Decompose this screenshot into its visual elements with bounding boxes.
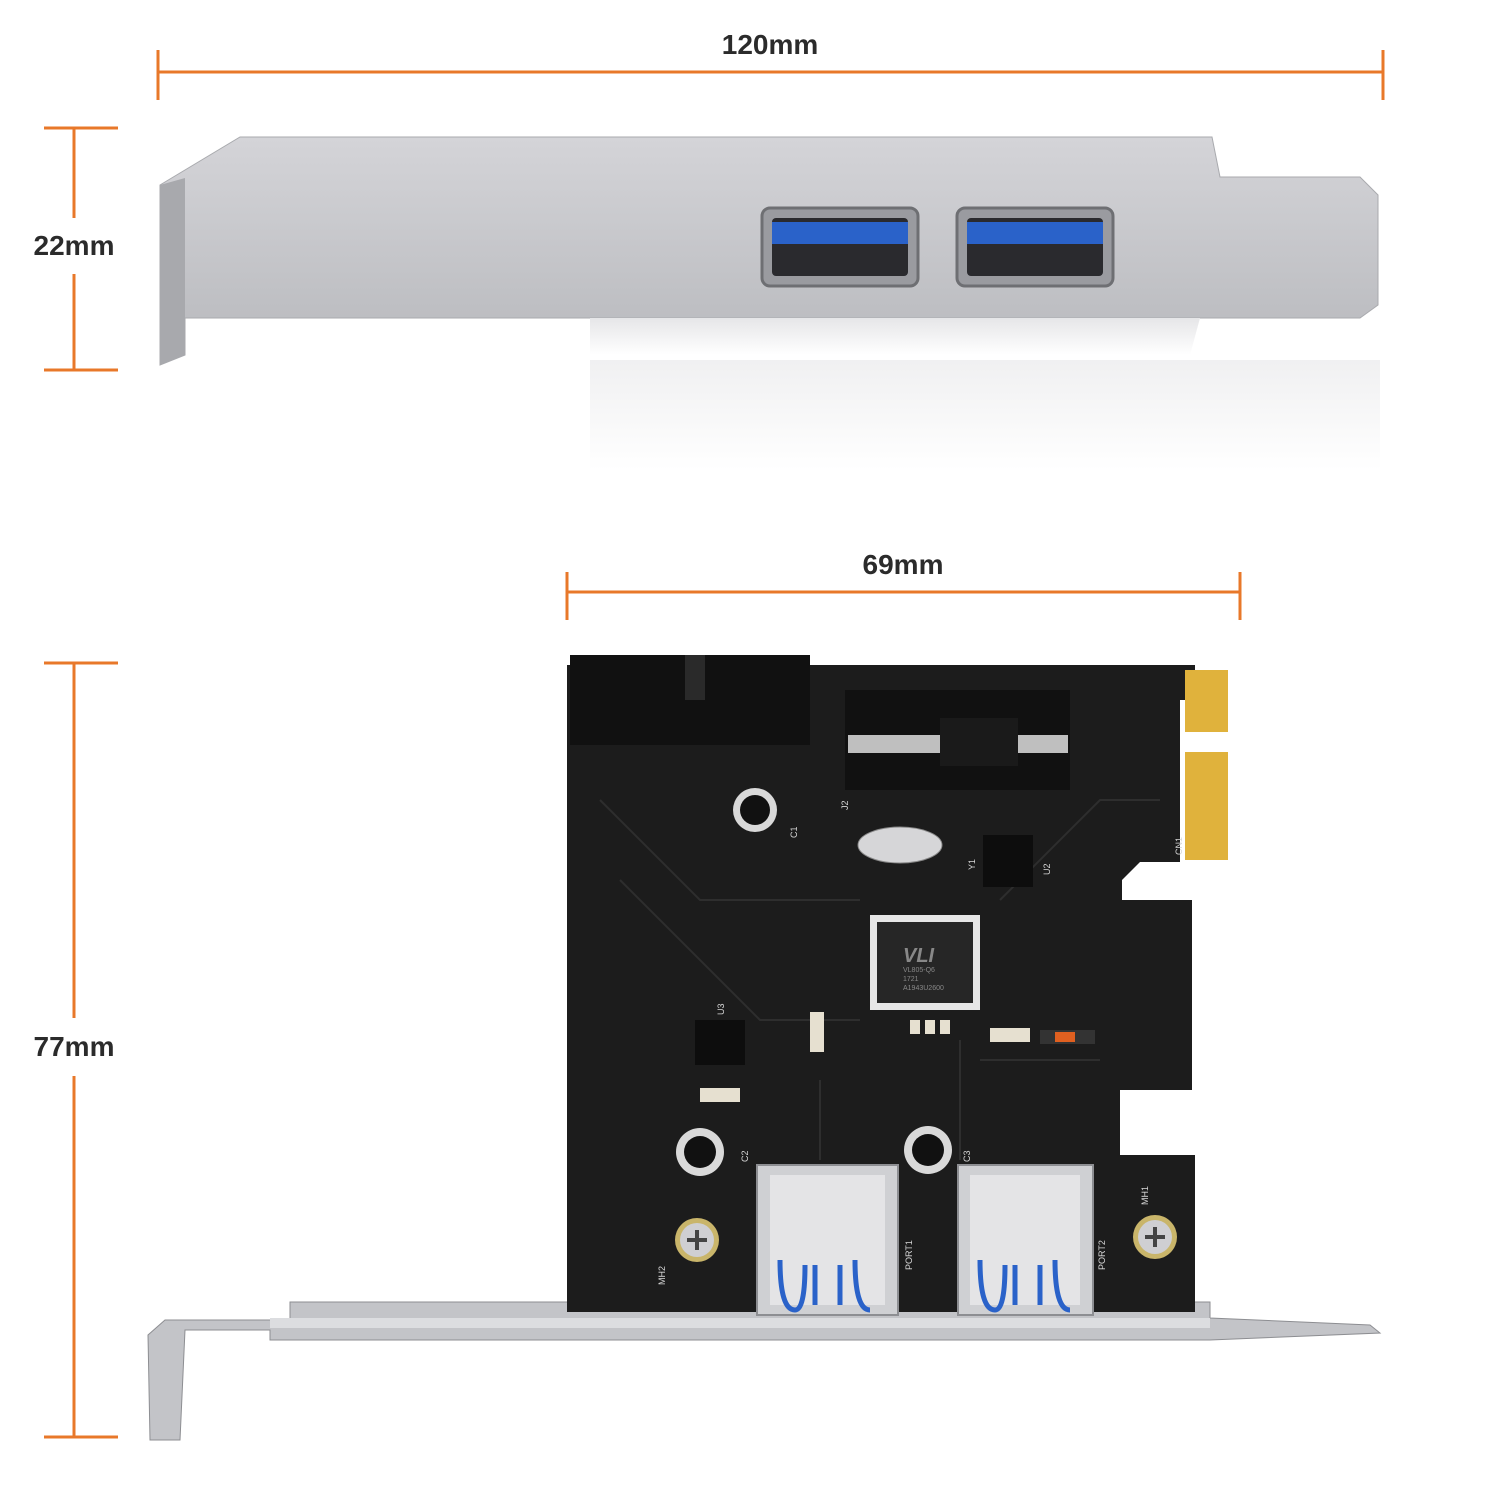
gold-fingers: [1185, 670, 1228, 860]
chip-code1: 1721: [903, 976, 919, 983]
dimension-line-length: [156, 50, 1385, 100]
silk-mh1: MH1: [1140, 1186, 1150, 1205]
card-height-label: 77mm: [29, 1031, 119, 1063]
card-width-label: 69mm: [858, 549, 948, 581]
pcb-board: VLI VL805-Q6 1721 A1943U2600 PORT1 PORT2…: [567, 655, 1228, 1316]
silk-u2: U2: [1042, 863, 1052, 875]
usb-port-2: [957, 1164, 1094, 1316]
usb-port-top-2: [955, 206, 1115, 288]
mounting-screw-left: [675, 1218, 719, 1262]
length-label: 120mm: [717, 29, 823, 61]
silk-c2: C2: [740, 1150, 750, 1162]
silk-u3: U3: [716, 1003, 726, 1015]
chip-model: VL805-Q6: [903, 967, 935, 974]
silk-c3: C3: [962, 1150, 972, 1162]
mounting-screw-right: [1133, 1215, 1177, 1259]
usb-port-1: [756, 1164, 899, 1316]
silk-cn1: CN1: [1174, 837, 1184, 855]
crystal-oscillator: [857, 826, 943, 864]
silk-port1: PORT1: [904, 1240, 914, 1270]
dimension-line-card-width: [565, 572, 1242, 620]
chip-brand: VLI: [903, 945, 935, 967]
u2-chip: [983, 835, 1033, 887]
silk-j2: J2: [840, 800, 850, 810]
bracket-front-view: [159, 136, 1380, 470]
vl805-controller-chip: VLI VL805-Q6 1721 A1943U2600: [870, 915, 980, 1010]
usb-port-top-1: [760, 206, 920, 288]
led: [1055, 1032, 1075, 1042]
chip-code2: A1943U2600: [903, 985, 944, 992]
power-connector: [570, 655, 1070, 790]
bracket-height-label: 22mm: [29, 230, 119, 262]
silk-mh2: MH2: [657, 1266, 667, 1285]
silk-c1: C1: [789, 826, 799, 838]
u3-chip: [695, 1020, 745, 1065]
dimension-line-card-height: [44, 661, 118, 1439]
silk-y1: Y1: [967, 859, 977, 870]
dimension-line-bracket-height: [44, 126, 118, 372]
silk-port2: PORT2: [1097, 1240, 1107, 1270]
bracket-side-view: [147, 1301, 1382, 1441]
